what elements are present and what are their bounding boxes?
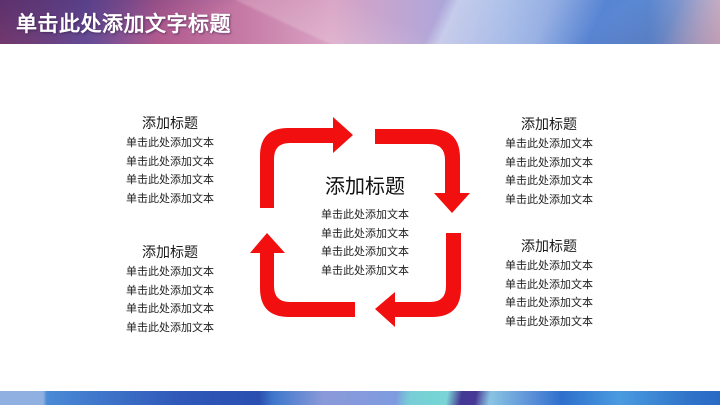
block-title: 添加标题 — [142, 116, 198, 132]
text-block-center[interactable]: 添加标题 单击此处添加文本 单击此处添加文本 单击此处添加文本 单击此处添加文本 — [300, 172, 430, 280]
text-block-top-left[interactable]: 添加标题 单击此处添加文本 单击此处添加文本 单击此处添加文本 单击此处添加文本 — [112, 115, 228, 208]
block-title: 添加标题 — [142, 245, 198, 261]
center-line: 单击此处添加文本 — [321, 208, 409, 221]
block-line: 单击此处添加文本 — [505, 174, 593, 187]
center-line: 单击此处添加文本 — [321, 226, 409, 240]
block-line: 单击此处添加文本 — [505, 137, 593, 150]
footer-banner — [0, 391, 720, 405]
block-line: 单击此处添加文本 — [126, 173, 214, 186]
arrow-top-left-icon[interactable] — [260, 117, 353, 208]
text-block-bottom-left[interactable]: 添加标题 单击此处添加文本 单击此处添加文本 单击此处添加文本 单击此处添加文本 — [112, 244, 228, 337]
block-line: 单击此处添加文本 — [126, 320, 214, 334]
center-title: 添加标题 — [325, 174, 405, 198]
block-line: 单击此处添加文本 — [126, 265, 214, 278]
block-line: 单击此处添加文本 — [126, 191, 214, 205]
block-line: 单击此处添加文本 — [126, 283, 214, 297]
slide-title[interactable]: 单击此处添加文字标题 — [16, 12, 231, 36]
block-line: 单击此处添加文本 — [505, 296, 593, 309]
text-block-bottom-right[interactable]: 添加标题 单击此处添加文本 单击此处添加文本 单击此处添加文本 单击此处添加文本 — [491, 238, 607, 331]
arrow-bottom-left-icon[interactable] — [250, 233, 355, 317]
arrow-bottom-right-icon[interactable] — [375, 233, 461, 327]
block-title: 添加标题 — [521, 117, 577, 133]
block-line: 单击此处添加文本 — [126, 136, 214, 149]
title-banner: 单击此处添加文字标题 — [0, 0, 720, 44]
block-line: 单击此处添加文本 — [505, 259, 593, 272]
text-block-top-right[interactable]: 添加标题 单击此处添加文本 单击此处添加文本 单击此处添加文本 单击此处添加文本 — [491, 116, 607, 209]
block-line: 单击此处添加文本 — [505, 192, 593, 206]
block-line: 单击此处添加文本 — [505, 314, 593, 328]
arrow-top-right-icon[interactable] — [375, 129, 470, 213]
center-line: 单击此处添加文本 — [321, 263, 409, 277]
block-line: 单击此处添加文本 — [126, 302, 214, 315]
block-line: 单击此处添加文本 — [505, 155, 593, 169]
block-line: 单击此处添加文本 — [505, 277, 593, 291]
block-title: 添加标题 — [521, 239, 577, 255]
center-line: 单击此处添加文本 — [321, 245, 409, 258]
block-line: 单击此处添加文本 — [126, 154, 214, 168]
